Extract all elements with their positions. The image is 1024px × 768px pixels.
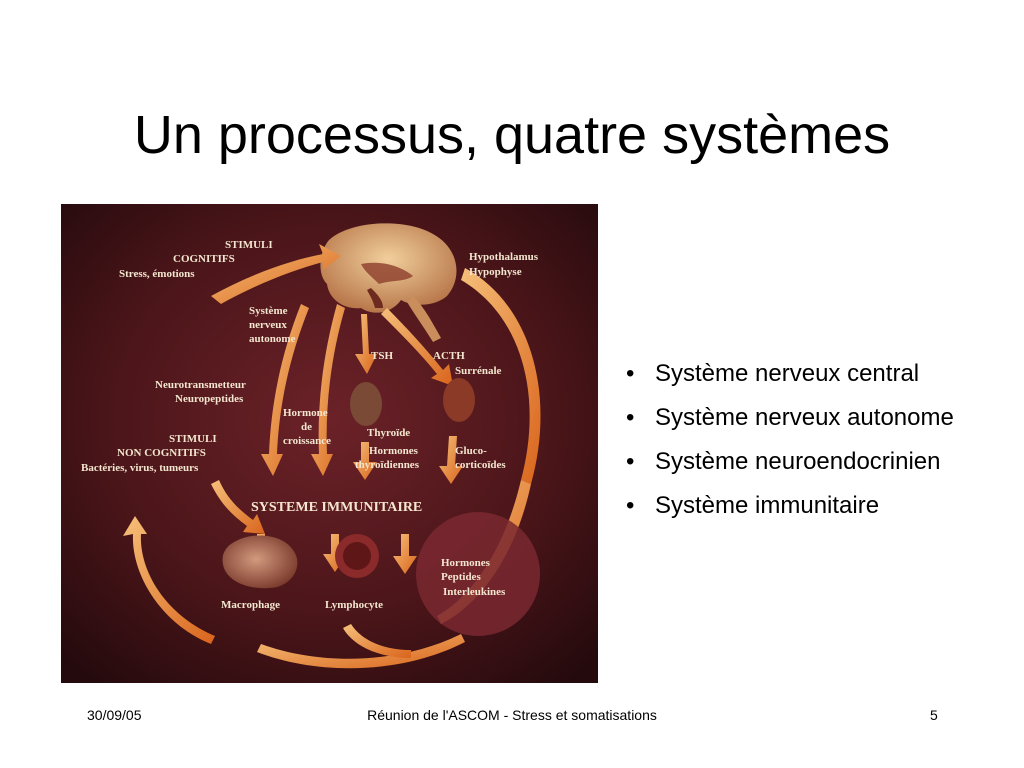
label-stimuli-non: STIMULI	[169, 433, 217, 445]
bullet-item: • Système nerveux central	[622, 357, 1012, 391]
label-hypothalamus: Hypothalamus	[469, 251, 539, 263]
footer-title: Réunion de l'ASCOM - Stress et somatisat…	[367, 707, 657, 723]
bullet-text: Système neuroendocrinien	[655, 448, 941, 475]
label-systeme-immunitaire: SYSTEME IMMUNITAIRE	[251, 500, 422, 515]
label-macrophage: Macrophage	[221, 599, 280, 611]
label-neuropeptides: Neuropeptides	[175, 393, 244, 405]
bullet-dot: •	[626, 448, 635, 475]
label-croissance: croissance	[283, 435, 331, 447]
stress-immune-diagram: STIMULI COGNITIFS Stress, émotions Hypot…	[61, 204, 598, 683]
footer-date: 30/09/05	[87, 707, 142, 723]
label-hormones: Hormones	[441, 557, 491, 569]
bullet-dot: •	[626, 404, 635, 431]
label-lymphocyte: Lymphocyte	[325, 599, 383, 611]
hormones-circle	[416, 512, 540, 636]
label-stress: Stress, émotions	[119, 268, 195, 280]
label-de: de	[301, 421, 312, 433]
label-tsh: TSH	[371, 350, 393, 362]
label-autonome: autonome	[249, 333, 296, 345]
slide-title: Un processus, quatre systèmes	[133, 105, 891, 165]
label-hypophyse: Hypophyse	[469, 266, 522, 278]
thyroid-illustration	[350, 382, 382, 426]
label-thyroidiennes: thyroïdiennes	[355, 459, 420, 471]
bullet-list: • Système nerveux central • Système nerveu…	[622, 357, 1012, 533]
label-systeme: Système	[249, 305, 288, 317]
diagram-svg: STIMULI COGNITIFS Stress, émotions Hypot…	[61, 204, 598, 683]
label-cognitifs: COGNITIFS	[173, 253, 235, 265]
label-acth: ACTH	[433, 350, 465, 362]
bullet-text: Système nerveux autonome	[655, 404, 954, 431]
adrenal-illustration	[443, 378, 475, 422]
label-hormone: Hormone	[283, 407, 328, 419]
bullet-text: Système immunitaire	[655, 492, 880, 519]
label-hormones-thyro: Hormones	[369, 445, 419, 457]
label-corticoides: corticoïdes	[455, 459, 506, 471]
footer-page-number: 5	[930, 707, 938, 723]
label-nerveux: nerveux	[249, 319, 287, 331]
macrophage-illustration	[222, 535, 298, 589]
bullet-dot: •	[626, 492, 635, 519]
brain-illustration	[320, 223, 457, 342]
bullet-item: • Système neuroendocrinien	[622, 445, 1012, 479]
bullet-item: • Système immunitaire	[622, 489, 1012, 523]
label-non-cognitifs: NON COGNITIFS	[117, 447, 206, 459]
label-peptides: Peptides	[441, 571, 481, 583]
label-surrenale: Surrénale	[455, 365, 502, 377]
label-bacteries: Bactéries, virus, tumeurs	[81, 462, 199, 474]
label-stimuli: STIMULI	[225, 239, 273, 251]
label-gluco: Gluco-	[455, 445, 487, 457]
label-neurotransmetteur: Neurotransmetteur	[155, 379, 246, 391]
bullet-dot: •	[626, 360, 635, 387]
bullet-text: Système nerveux central	[655, 360, 920, 387]
label-thyroide: Thyroïde	[367, 427, 410, 439]
bullet-item: • Système nerveux autonome	[622, 401, 1012, 435]
label-interleukines: Interleukines	[443, 586, 506, 598]
